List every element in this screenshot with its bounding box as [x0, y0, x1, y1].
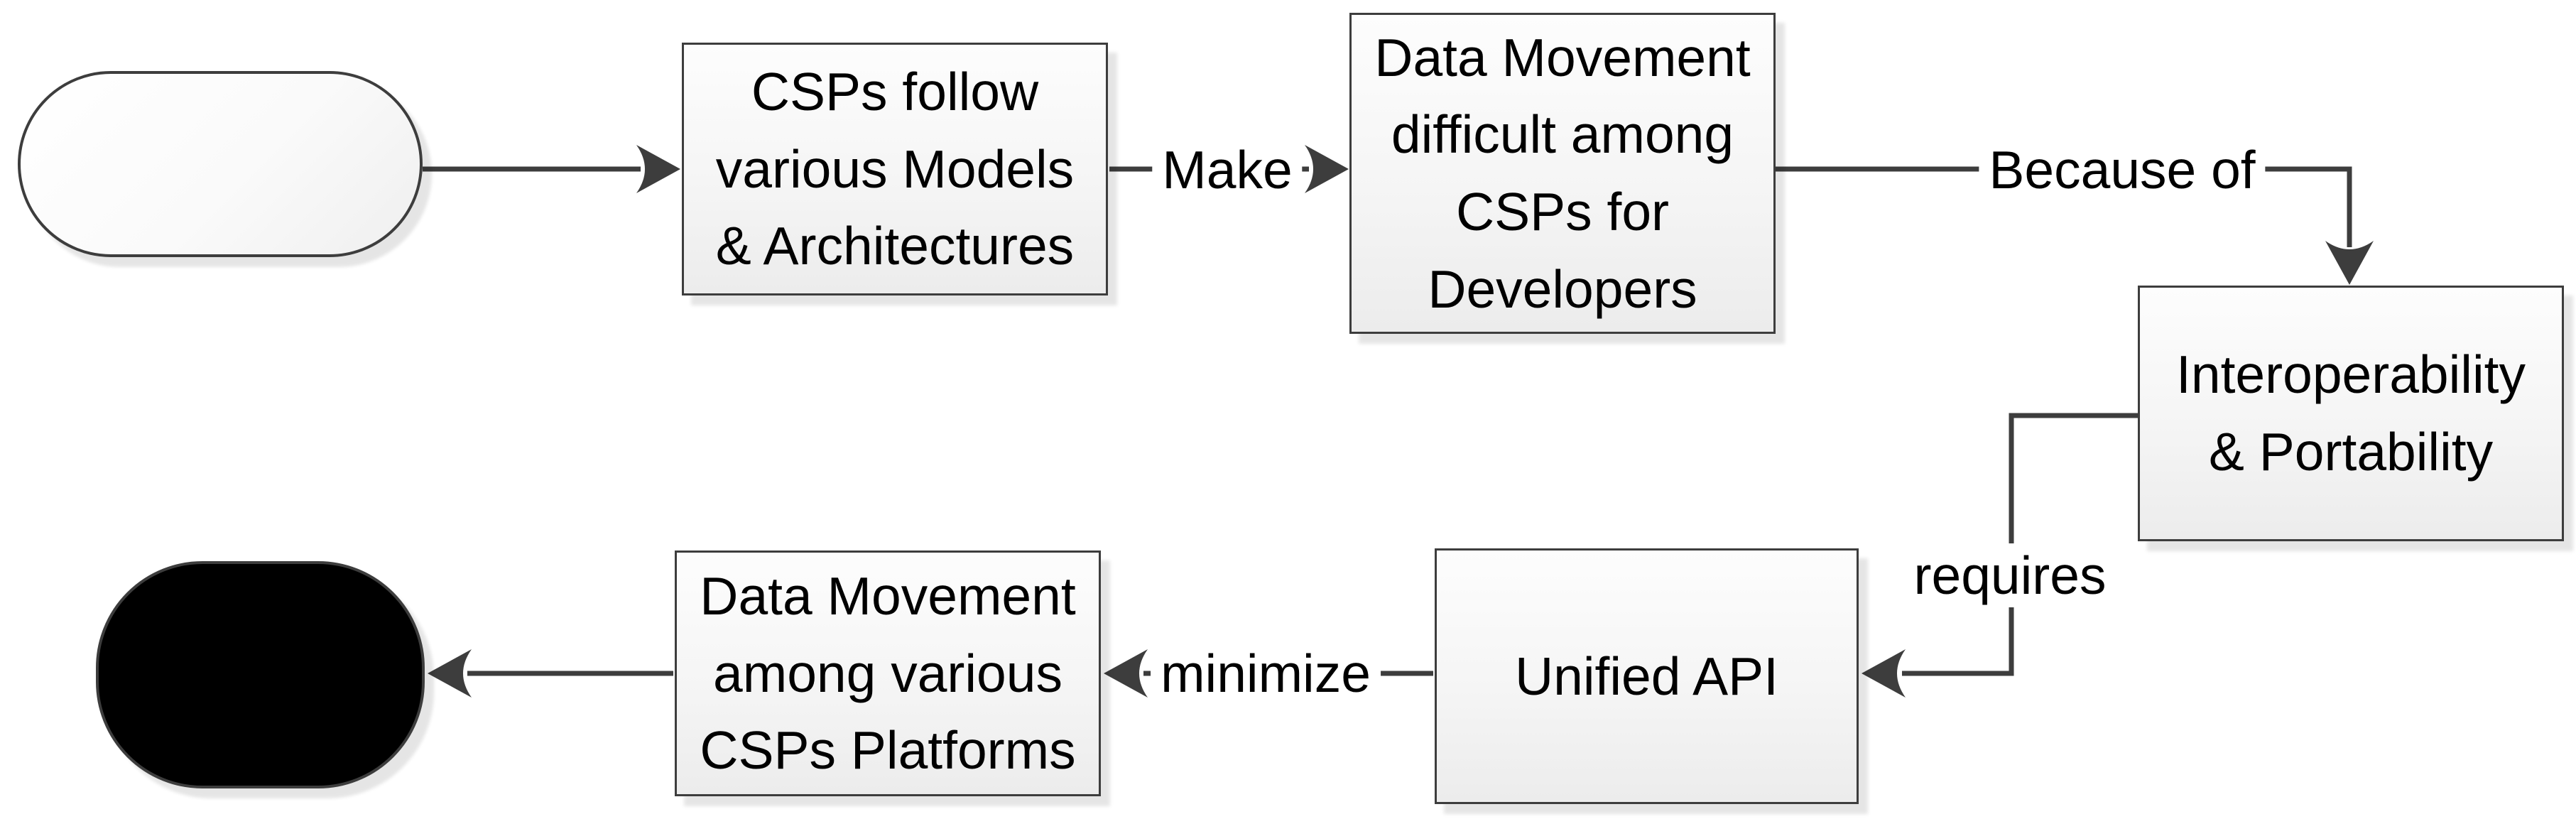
- start-terminator-node: [18, 71, 423, 257]
- connector-label-because-of: Because of: [1979, 138, 2266, 202]
- connector-movement-to-end-arrowhead: [428, 649, 472, 698]
- connector-start-to-models-arrowhead: [636, 145, 680, 193]
- data-movement-platforms-node: Data Movement among various CSPs Platfor…: [675, 550, 1101, 796]
- connector-requires-arrowhead: [1862, 649, 1906, 698]
- csps-models-node: CSPs follow various Models & Architectur…: [682, 43, 1108, 295]
- unified-api-node: Unified API: [1435, 548, 1859, 804]
- connector-because-line: [1776, 166, 2352, 247]
- connector-label-requires: requires: [1903, 543, 2116, 607]
- interoperability-portability-node: Interoperability & Portability: [2138, 286, 2564, 541]
- data-movement-difficulty-node: Data Movement difficult among CSPs for D…: [1349, 13, 1776, 334]
- connector-minimize-arrowhead: [1104, 649, 1148, 698]
- connector-because-arrowhead: [2325, 241, 2374, 285]
- connector-label-minimize: minimize: [1151, 641, 1381, 705]
- connector-label-make: Make: [1152, 138, 1303, 202]
- end-terminator-node: [96, 561, 425, 788]
- connector-make-arrowhead: [1305, 145, 1349, 193]
